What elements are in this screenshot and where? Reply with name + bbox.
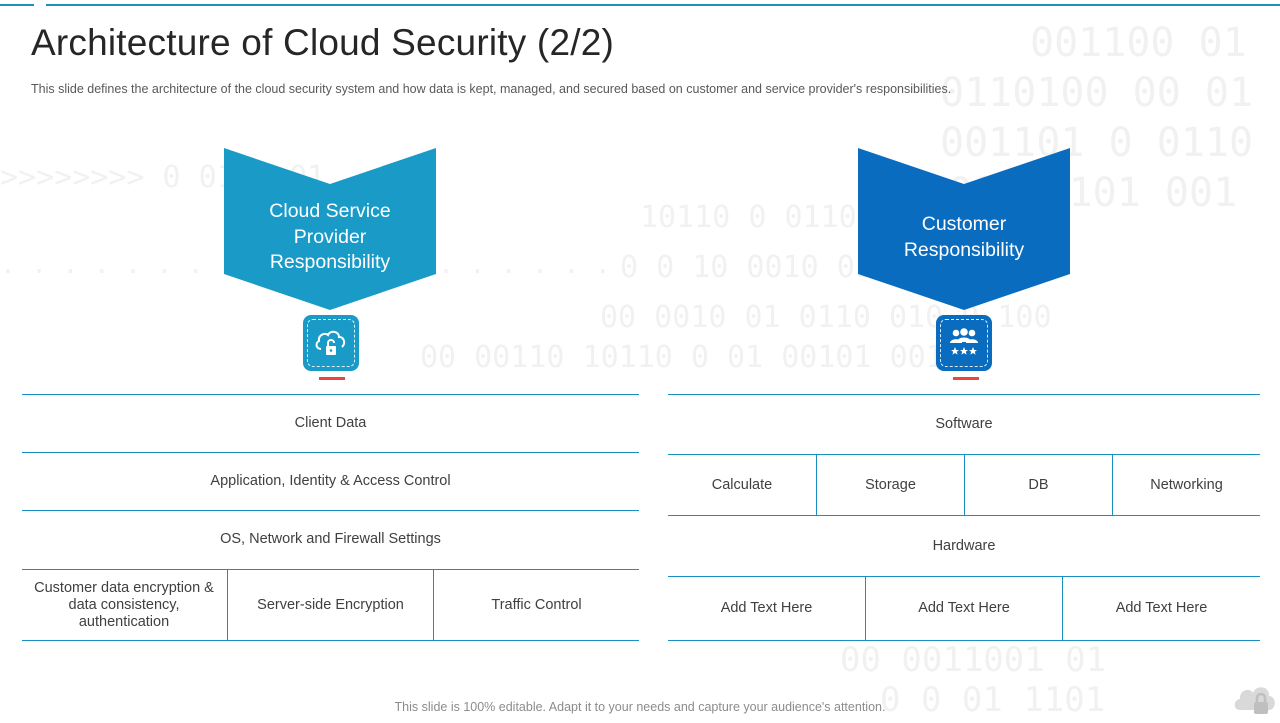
provider-cell-traffic-control: Traffic Control [491, 596, 582, 613]
provider-row-identity-access: Application, Identity & Access Control [210, 473, 451, 489]
customer-cell-networking: Networking [1150, 476, 1223, 493]
provider-cell-server-side: Server-side Encryption [257, 596, 404, 613]
provider-heading-line-1: Cloud Service [269, 200, 391, 222]
customer-heading-line-2: Responsibility [903, 238, 1025, 261]
customer-heading-chevron: Customer Responsibility [858, 148, 1070, 310]
page-subtitle: This slide defines the architecture of t… [31, 82, 952, 96]
provider-heading-line-2: Provider [293, 225, 367, 248]
customer-hardware-cell-2: Add Text Here [918, 600, 1010, 616]
cloud-lock-icon [303, 315, 359, 371]
customer-hardware-cell-3: Add Text Here [1115, 600, 1208, 616]
provider-row-client-data: Client Data [294, 415, 367, 431]
top-accent-line [46, 4, 1280, 6]
customer-cell-db: DB [1028, 476, 1049, 493]
customer-accent-dash [953, 377, 979, 380]
customer-hardware-cell-1: Add Text Here [720, 600, 813, 616]
customer-cell-storage: Storage [865, 476, 916, 493]
customer-heading: Customer Responsibility [858, 212, 1070, 263]
customer-heading-line-1: Customer [921, 213, 1007, 235]
provider-heading: Cloud Service Provider Responsibility [224, 199, 436, 276]
footer-note: This slide is 100% editable. Adapt it to… [394, 700, 886, 714]
provider-cell-encryption: Customer data encryption & data consiste… [34, 579, 214, 630]
provider-heading-chevron: Cloud Service Provider Responsibility [224, 148, 436, 310]
customer-cell-calculate: Calculate [711, 476, 773, 493]
customer-row-software: Software [935, 416, 993, 432]
users-rating-icon [936, 315, 992, 371]
customer-row-hardware: Hardware [932, 537, 996, 554]
provider-heading-line-3: Responsibility [269, 251, 391, 273]
provider-row-os-network: OS, Network and Firewall Settings [220, 531, 441, 547]
provider-accent-dash [319, 377, 345, 380]
top-accent-line-left [0, 4, 34, 6]
page-title: Architecture of Cloud Security (2/2) [31, 22, 614, 63]
cloud-lock-watermark-icon [1232, 678, 1278, 723]
